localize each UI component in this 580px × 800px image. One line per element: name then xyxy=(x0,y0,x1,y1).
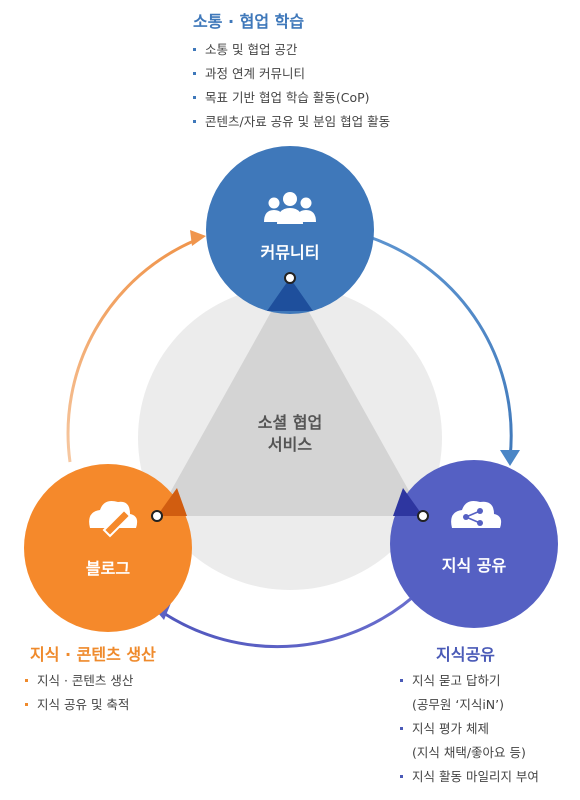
list-item-text: 콘텐츠/자료 공유 및 분임 협업 활동 xyxy=(205,114,391,129)
center-label-line-2: 서비스 xyxy=(268,435,312,454)
list-item: 지식 · 콘텐츠 생산 xyxy=(25,669,133,693)
list-item-text: 과정 연계 커뮤니티 xyxy=(205,66,305,81)
bullet-dot xyxy=(400,775,403,778)
people-icon xyxy=(264,192,316,224)
list-item-text: 지식 공유 및 축적 xyxy=(37,697,130,712)
list-item-text: 지식 · 콘텐츠 생산 xyxy=(37,673,134,688)
bullet-dot xyxy=(193,120,196,123)
arrowhead-community xyxy=(190,230,206,246)
list-item-text: 목표 기반 협업 학습 활동(CoP) xyxy=(205,90,370,105)
bullet-dot xyxy=(400,727,403,730)
node-community-label: 커뮤니티 xyxy=(261,243,320,262)
node-knowledge[interactable]: 지식 공유 xyxy=(390,460,558,628)
node-marker-community xyxy=(284,272,296,284)
center-label-line-1: 소셜 협업 xyxy=(258,413,322,432)
section-title-left: 지식 · 콘텐츠 생산 xyxy=(30,645,156,664)
list-item-text: 지식 묻고 답하기 xyxy=(412,673,501,688)
list-item: 목표 기반 협업 학습 활동(CoP) xyxy=(193,86,390,110)
list-item: 지식 활동 마일리지 부여 xyxy=(400,765,539,789)
cycle-arrow-knowledge-to-blog xyxy=(161,586,425,649)
triangle-corner-top xyxy=(267,278,313,311)
list-item-text: 소통 및 협업 공간 xyxy=(205,42,298,57)
list-item: 소통 및 협업 공간 xyxy=(193,38,390,62)
community-circle xyxy=(206,146,374,314)
list-item: 지식 공유 및 축적 xyxy=(25,693,133,717)
list-item-subtext: (지식 채택/좋아요 등) xyxy=(412,745,526,760)
section-title-right: 지식공유 xyxy=(436,645,495,664)
triangle-corner-right xyxy=(393,488,423,516)
bullet-dot xyxy=(193,96,196,99)
node-community[interactable]: 커뮤니티 xyxy=(206,146,374,314)
section-title-top: 소통 · 협업 학습 xyxy=(193,12,305,31)
cloud-share-icon xyxy=(451,501,502,528)
list-item-subtext: (공무원 ‘지식iN’) xyxy=(412,697,504,712)
center-triangle xyxy=(157,278,423,516)
node-marker-knowledge xyxy=(417,510,429,522)
list-item: 지식 묻고 답하기 (공무원 ‘지식iN’) xyxy=(400,669,539,717)
list-item: 과정 연계 커뮤니티 xyxy=(193,62,390,86)
cloud-pencil-icon xyxy=(89,501,138,538)
node-knowledge-label: 지식 공유 xyxy=(442,556,507,575)
list-item: 콘텐츠/자료 공유 및 분임 협업 활동 xyxy=(193,110,390,134)
list-item: 지식 평가 체제 (지식 채택/좋아요 등) xyxy=(400,717,539,765)
bullet-dot xyxy=(193,72,196,75)
bullet-list-right: 지식 묻고 답하기 (공무원 ‘지식iN’) 지식 평가 체제 (지식 채택/좋아요… xyxy=(400,669,539,789)
list-item-text: 지식 평가 체제 xyxy=(412,721,489,736)
arrowhead-knowledge xyxy=(500,450,520,466)
cycle-arrow-community-to-knowledge xyxy=(371,236,513,459)
knowledge-circle xyxy=(390,460,558,628)
bullet-list-top: 소통 및 협업 공간 과정 연계 커뮤니티 목표 기반 협업 학습 활동(CoP… xyxy=(193,38,390,134)
bullet-dot xyxy=(25,703,28,706)
cycle-arrow-blog-to-community xyxy=(66,238,197,463)
blog-circle xyxy=(24,464,192,632)
triangle-corner-left xyxy=(157,488,187,516)
bullet-dot xyxy=(400,679,403,682)
bullet-dot xyxy=(25,679,28,682)
node-blog-label: 블로그 xyxy=(86,559,130,578)
list-item-text: 지식 활동 마일리지 부여 xyxy=(412,769,539,784)
bullet-list-left: 지식 · 콘텐츠 생산 지식 공유 및 축적 xyxy=(25,669,133,717)
node-marker-blog xyxy=(151,510,163,522)
node-blog[interactable]: 블로그 xyxy=(24,464,192,632)
bullet-dot xyxy=(193,48,196,51)
